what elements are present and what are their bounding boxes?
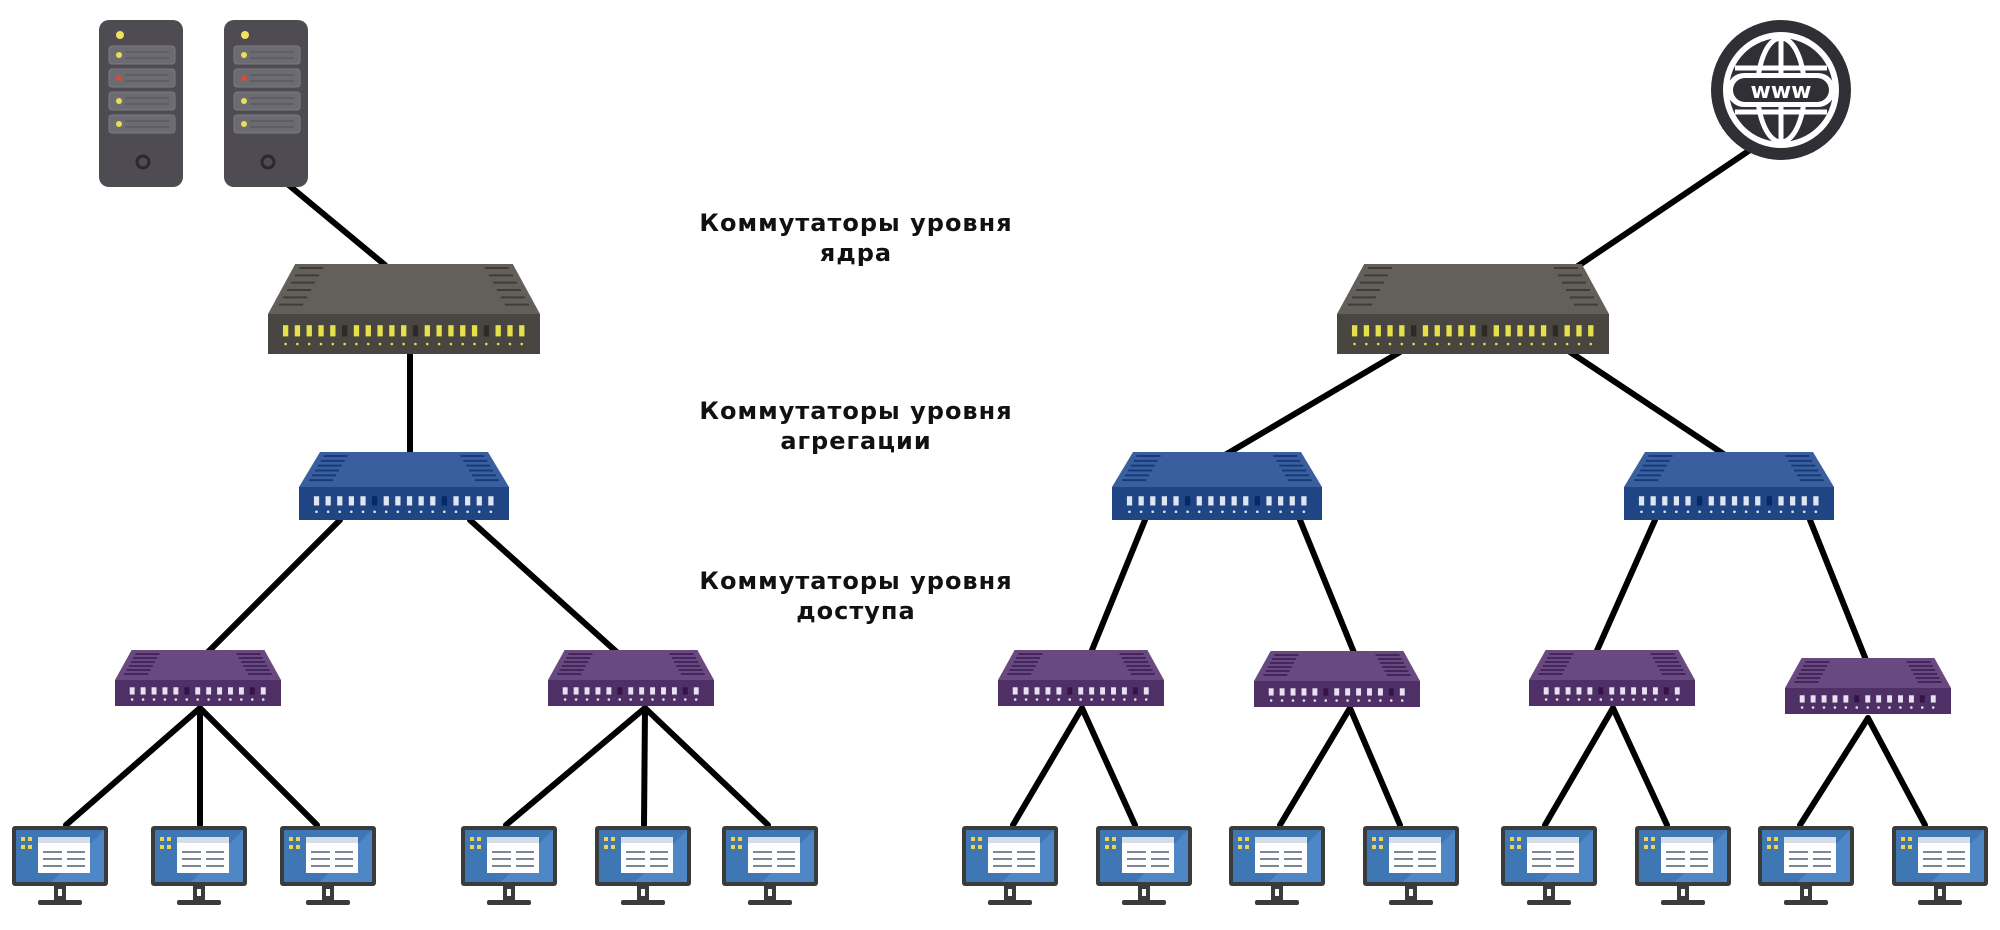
desktop-computer-icon-11 [1501,826,1597,905]
www-label: www [1751,79,1812,104]
desktop-computer-icon-9 [1229,826,1325,905]
link-agg1-to-access-2 [1297,517,1358,658]
link-agg2-to-access-4 [1807,517,1871,668]
core-layer-label: Коммутаторы уровня ядра [646,208,1066,268]
link-access-r4-pc-1 [1797,715,1871,828]
link-access-r1-pc-1 [1010,705,1085,828]
core-label-line1: Коммутаторы уровня [699,209,1013,237]
link-agg2-to-access-3 [1592,517,1658,658]
desktop-computer-icon-13 [1758,826,1854,905]
core-switch-right [1337,264,1609,354]
desktop-computer-icon-14 [1892,826,1988,905]
links-layer [63,147,1928,828]
desktop-computer-icon-6 [722,826,818,905]
link-access-r3-pc-2 [1610,705,1670,828]
access-switch-2 [548,650,714,706]
desktop-computer-icon-3 [280,826,376,905]
desktop-computer-icon-8 [1096,826,1192,905]
access-switch-4 [1254,651,1420,707]
access-label-line2: доступа [796,597,916,625]
aggregation-label-line1: Коммутаторы уровня [699,397,1013,425]
desktop-computer-icon-2 [151,826,247,905]
core-switch-left [268,264,540,354]
link-servers-to-core-left [282,179,388,268]
link-core-to-agg-right-2 [1567,349,1728,458]
access-switch-1 [115,650,281,706]
link-access1-to-pc-3 [197,705,320,828]
link-access2-to-pc-3 [642,705,771,828]
link-agg-to-access-2 [467,517,623,658]
desktop-computer-icon-4 [461,826,557,905]
access-switch-6 [1785,658,1951,714]
link-agg1-to-access-1 [1087,517,1148,658]
access-label-line1: Коммутаторы уровня [699,567,1013,595]
access-switch-5 [1529,650,1695,706]
aggregation-switch-left [299,452,509,520]
desktop-computer-icon-12 [1635,826,1731,905]
access-layer-label: Коммутаторы уровня доступа [646,566,1066,626]
access-switch-3 [998,650,1164,706]
link-access1-to-pc-1 [63,705,203,828]
www-globe-icon: www [1711,20,1851,160]
link-access2-to-pc-2 [641,705,648,828]
server-icon-1 [99,20,183,187]
link-agg-to-access-1 [202,517,343,658]
desktop-computer-icon-7 [962,826,1058,905]
desktop-computer-icon-10 [1363,826,1459,905]
desktop-computer-icon-1 [12,826,108,905]
link-access-r2-pc-1 [1277,705,1353,828]
aggregation-label-line2: агрегации [780,427,932,455]
aggregation-layer-label: Коммутаторы уровня агрегации [646,396,1066,456]
link-access-r1-pc-2 [1079,705,1138,828]
desktop-computer-icon-5 [595,826,691,905]
link-access2-to-pc-1 [503,705,648,828]
link-www-to-core-right [1572,147,1753,271]
link-access-r3-pc-1 [1542,705,1616,828]
aggregation-switch-right-2 [1624,452,1834,520]
link-access-r2-pc-2 [1347,705,1403,828]
core-label-line2: ядра [819,239,893,267]
link-access-r4-pc-2 [1865,715,1928,828]
server-icon-2 [224,20,308,187]
devices-layer: www [12,20,1988,905]
link-core-to-agg-right-1 [1222,349,1403,458]
aggregation-switch-right-1 [1112,452,1322,520]
